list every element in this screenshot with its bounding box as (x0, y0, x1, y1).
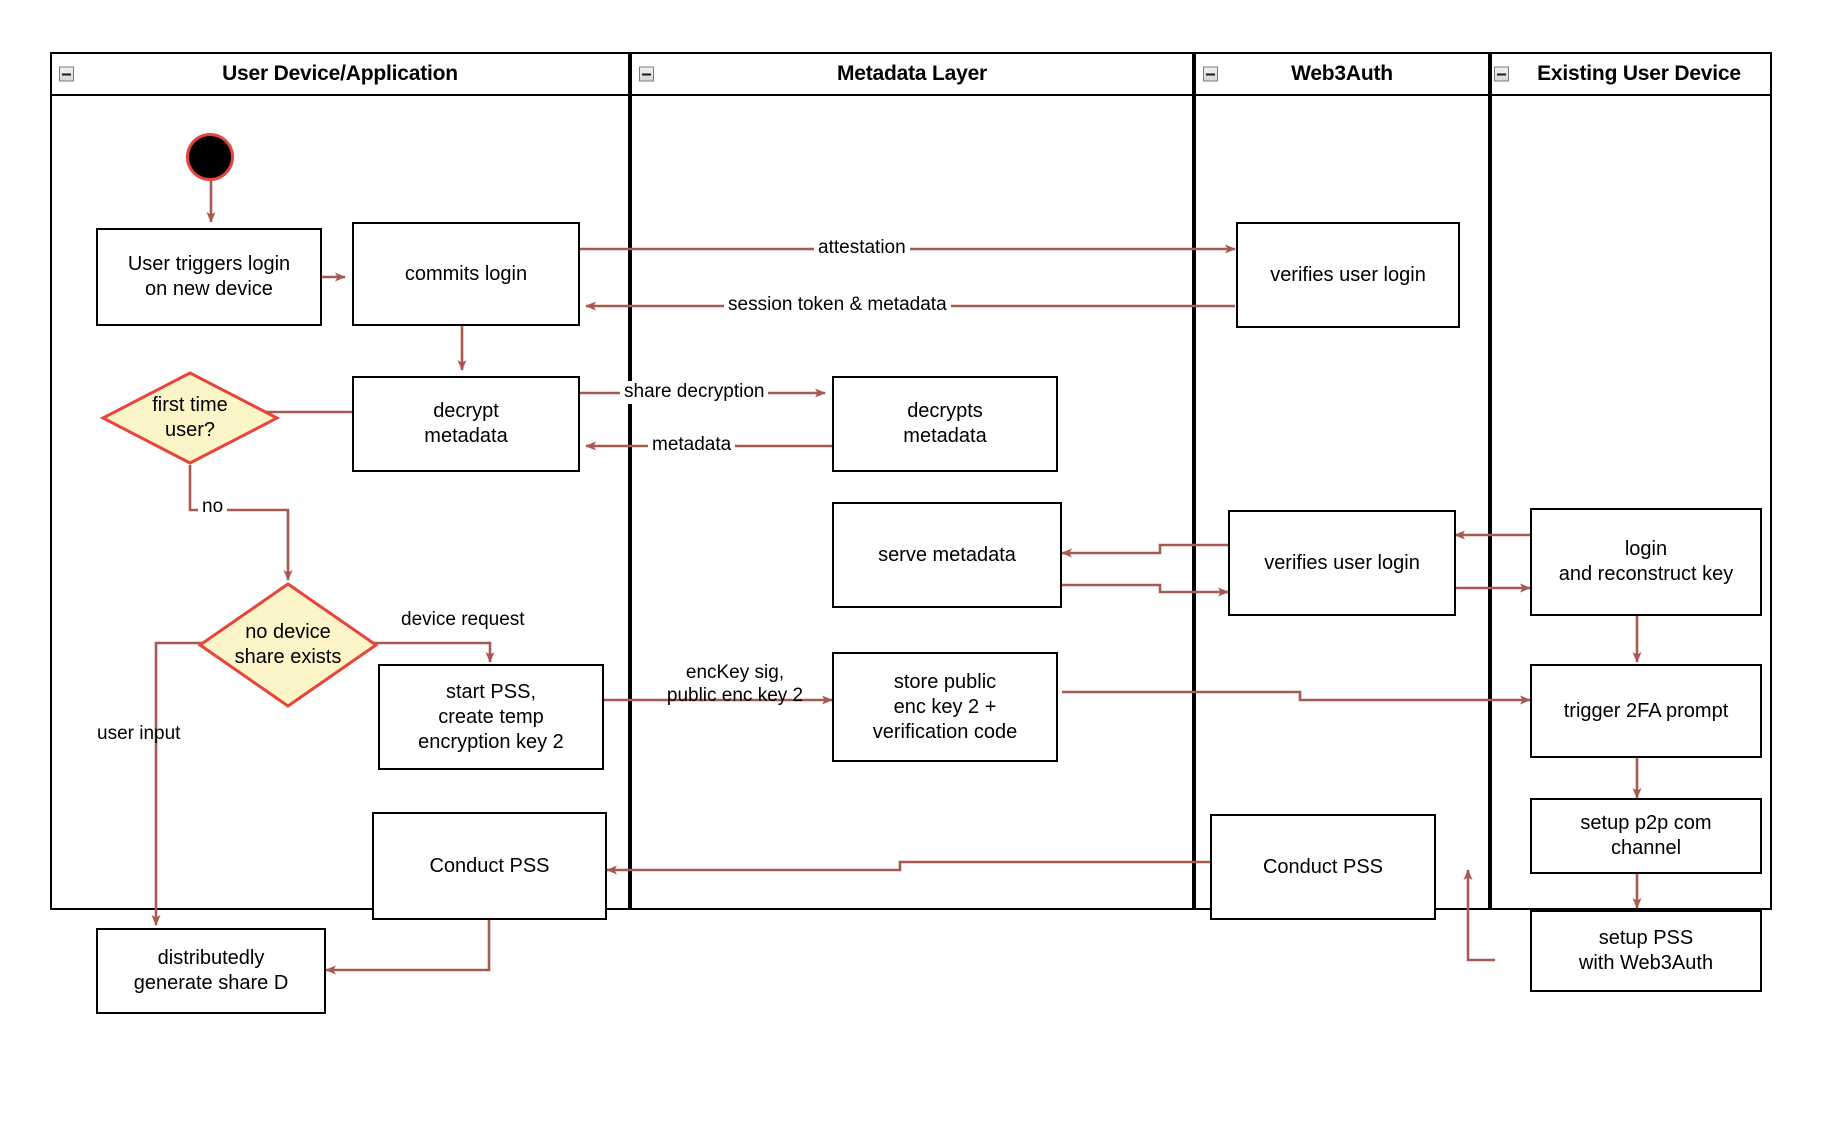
edge-label-enckey-sig-public-enc-key-2: encKey sig, public enc key 2 (666, 662, 804, 706)
node-login-and-reconstruct-key[interactable]: login and reconstruct key (1530, 508, 1762, 616)
edge-label-user-input: user input (97, 723, 181, 744)
minus-icon[interactable] (1494, 66, 1509, 82)
node-start-pss-create-temp-key[interactable]: start PSS, create temp encryption key 2 (378, 664, 604, 770)
start-node (186, 133, 234, 181)
minus-icon[interactable] (1203, 66, 1218, 82)
minus-icon[interactable] (639, 66, 654, 82)
node-distributedly-generate-share-d[interactable]: distributedly generate share D (96, 928, 326, 1014)
decision-label: first time user? (152, 394, 228, 441)
swimlane-title: Metadata Layer (836, 62, 988, 85)
swimlane-existing-user-device[interactable]: Existing User Device (1490, 52, 1772, 910)
node-conduct-pss-user[interactable]: Conduct PSS (372, 812, 607, 920)
swimlane-web3auth[interactable]: Web3Auth (1194, 52, 1490, 910)
swimlane-header-user-device-application: User Device/Application (52, 54, 628, 96)
node-commits-login[interactable]: commits login (352, 222, 580, 326)
decision-first-time-user[interactable]: first time user? (100, 370, 280, 466)
decision-label: no device share exists (234, 621, 342, 668)
node-conduct-pss-web3auth[interactable]: Conduct PSS (1210, 814, 1436, 920)
minus-icon[interactable] (59, 66, 74, 82)
node-decrypt-metadata[interactable]: decrypt metadata (352, 376, 580, 472)
node-store-public-enc-key-2[interactable]: store public enc key 2 + verification co… (832, 652, 1058, 762)
node-setup-pss-with-web3auth[interactable]: setup PSS with Web3Auth (1530, 910, 1762, 992)
decision-no-device-share-exists[interactable]: no device share exists (197, 581, 379, 709)
edge-label-session-token-and-metadata: session token & metadata (724, 294, 951, 317)
node-setup-p2p-com-channel[interactable]: setup p2p com channel (1530, 798, 1762, 874)
node-trigger-2fa-prompt[interactable]: trigger 2FA prompt (1530, 664, 1762, 758)
edge-label-metadata: metadata (648, 434, 736, 457)
edge-label-attestation: attestation (814, 237, 910, 260)
swimlane-title: Existing User Device (1537, 62, 1741, 85)
node-decrypts-metadata[interactable]: decrypts metadata (832, 376, 1058, 472)
swimlane-header-web3auth: Web3Auth (1196, 54, 1488, 96)
swimlane-title: Web3Auth (1291, 62, 1393, 85)
swimlane-header-existing-user-device: Existing User Device (1492, 54, 1770, 96)
swimlane-user-device-application[interactable]: User Device/Application (50, 52, 630, 910)
swimlane-metadata-layer[interactable]: Metadata Layer (630, 52, 1194, 910)
edge-label-share-decryption: share decryption (620, 381, 769, 404)
swimlane-header-metadata-layer: Metadata Layer (632, 54, 1192, 96)
edge-label-device-request: device request (401, 609, 525, 630)
node-verifies-user-login-mid[interactable]: verifies user login (1228, 510, 1456, 616)
edge-label-no: no (198, 496, 228, 519)
node-user-triggers-login[interactable]: User triggers login on new device (96, 228, 322, 326)
node-verifies-user-login-top[interactable]: verifies user login (1236, 222, 1460, 328)
node-serve-metadata[interactable]: serve metadata (832, 502, 1062, 608)
swimlane-title: User Device/Application (222, 62, 458, 85)
